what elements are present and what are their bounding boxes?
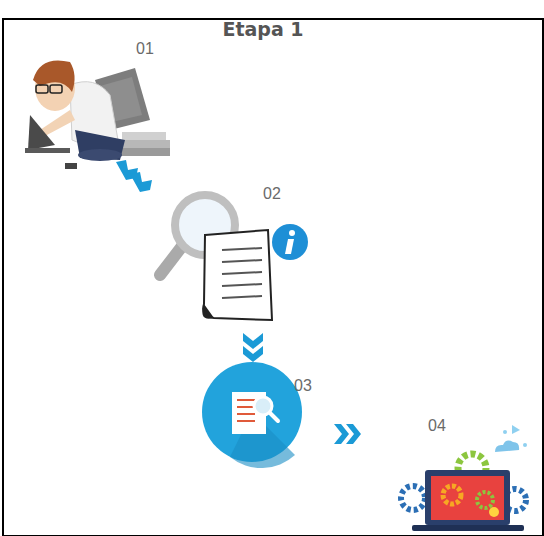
- laptop-gears-illustration: [401, 425, 527, 531]
- callout-number: 04: [428, 417, 446, 435]
- callout-number: 02: [263, 185, 281, 203]
- chevron-arrow: [334, 424, 361, 444]
- callout-number: 01: [136, 40, 154, 58]
- callout-number: 03: [294, 377, 312, 395]
- chevron-arrow: [243, 333, 263, 362]
- review-icon: [202, 362, 302, 468]
- diagram-title: Etapa 1: [222, 18, 303, 40]
- student-illustration: [25, 60, 170, 169]
- chevron-arrow: [116, 160, 152, 192]
- search-document-illustration: [160, 195, 308, 320]
